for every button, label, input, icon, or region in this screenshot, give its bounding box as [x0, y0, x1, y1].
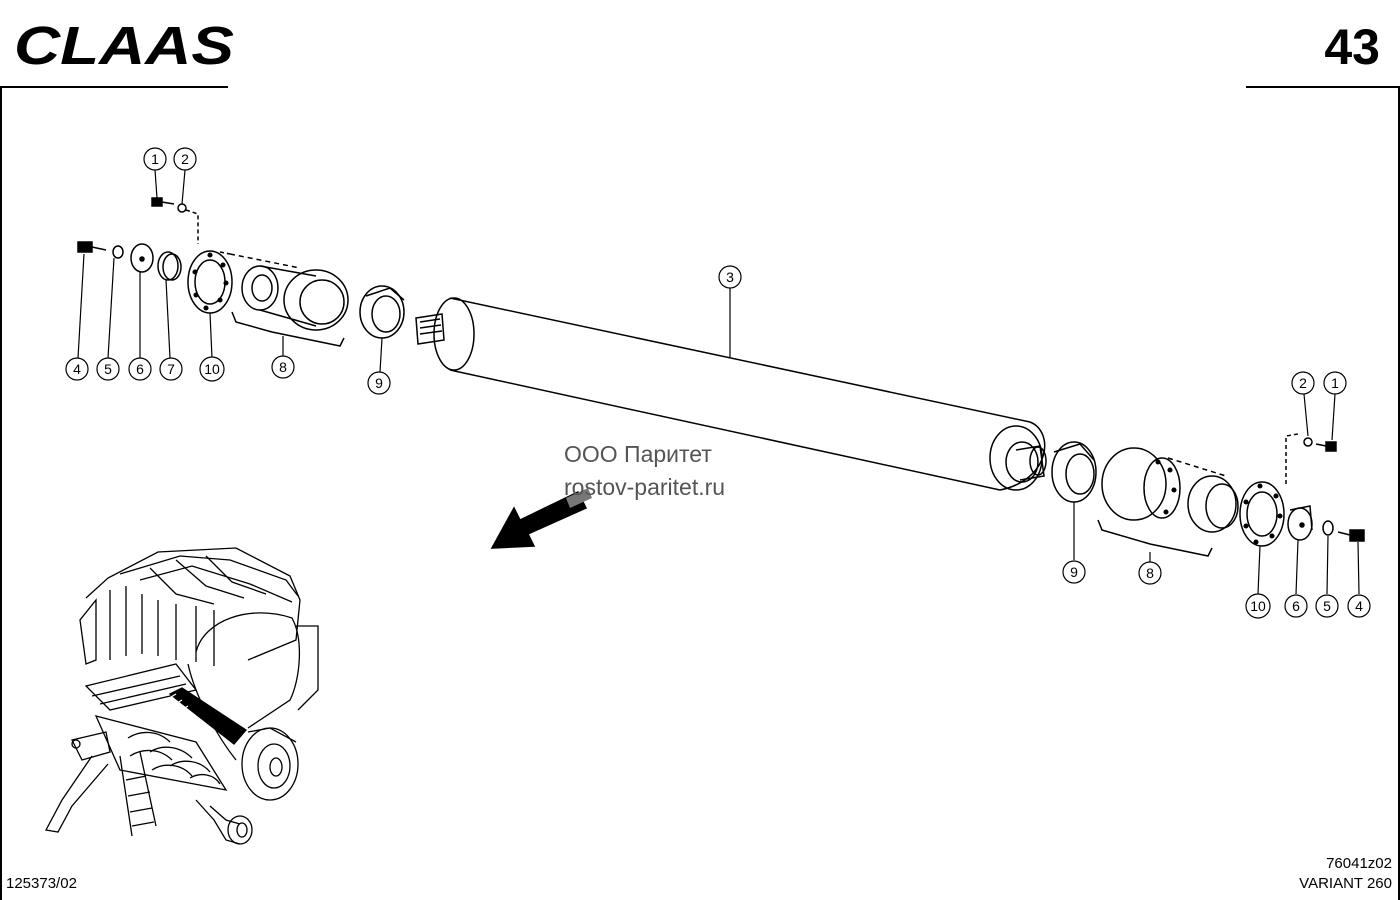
callout-3: 3 [718, 265, 742, 289]
bolt-part-1-left [151, 197, 175, 207]
right-bearing-assembly [1051, 433, 1365, 557]
cover-disc-part-6-right [1287, 505, 1313, 541]
callout-label: 4 [1355, 598, 1363, 614]
drawing-code: 76041z02 [1326, 855, 1392, 872]
callout-9-right: 9 [1062, 560, 1086, 584]
callout-label: 4 [73, 361, 81, 377]
callout-4-right: 4 [1347, 594, 1371, 618]
watermark-url: rostov-paritet.ru [564, 474, 726, 500]
callout-label: 7 [167, 361, 175, 377]
frame-right [1398, 86, 1400, 900]
claas-logo: CLAAS [14, 18, 234, 70]
callout-8-right: 8 [1138, 561, 1162, 585]
bearing-part-8-right [1097, 447, 1239, 557]
washer-part-5-left [112, 245, 124, 259]
callout-10-left: 10 [199, 356, 225, 382]
callout-6-right: 6 [1284, 594, 1308, 618]
roller-part-3 [415, 297, 1047, 491]
watermark: ООО Паритет rostov-paritet.ru [564, 438, 725, 504]
watermark-company: ООО Паритет [564, 441, 712, 467]
callout-7-left: 7 [159, 357, 183, 381]
direction-arrow-icon [490, 488, 592, 549]
callout-label: 9 [375, 375, 383, 391]
cover-disc-part-6-left [130, 243, 154, 273]
callout-label: 1 [1331, 375, 1339, 391]
callout-label: 6 [1292, 598, 1300, 614]
callout-2-right: 2 [1291, 371, 1315, 395]
bolt-part-4-right [1337, 529, 1365, 542]
bearing-part-9-right [1051, 441, 1097, 503]
callout-label: 9 [1070, 564, 1078, 580]
callout-label: 10 [1250, 598, 1266, 614]
washer-part-2-right [1303, 437, 1313, 447]
flange-part-10-left [187, 250, 233, 314]
callout-2-left: 2 [173, 147, 197, 171]
baler-machine-icon [45, 547, 319, 845]
callout-4-left: 4 [65, 357, 89, 381]
washer-part-5-right [1322, 520, 1334, 536]
ring-part-7-left [157, 251, 182, 281]
callouts: 1 2 4 5 6 7 10 8 [65, 147, 1371, 619]
page-number: 43 [1324, 19, 1380, 75]
left-bearing-assembly [77, 197, 405, 347]
callout-10-right: 10 [1245, 593, 1271, 619]
callout-label: 1 [151, 151, 159, 167]
model-name: VARIANT 260 [1299, 875, 1392, 892]
callout-label: 5 [1323, 598, 1331, 614]
flange-part-10-right [1239, 481, 1285, 547]
callout-8-left: 8 [271, 355, 295, 379]
header-rule-left [0, 86, 228, 88]
callout-label: 2 [1299, 375, 1307, 391]
callout-1-left: 1 [143, 147, 167, 171]
callout-label: 3 [726, 269, 734, 285]
callout-label: 8 [279, 359, 287, 375]
washer-part-2-left [177, 203, 187, 213]
callout-label: 2 [181, 151, 189, 167]
callout-5-right: 5 [1315, 594, 1339, 618]
callout-1-right: 1 [1323, 371, 1347, 395]
callout-5-left: 5 [96, 357, 120, 381]
header-rule-right [1246, 86, 1400, 88]
frame-left [0, 86, 2, 900]
callout-9-left: 9 [367, 371, 391, 395]
callout-label: 8 [1146, 565, 1154, 581]
bolt-part-1-right [1315, 441, 1337, 452]
bolt-part-4-left [77, 241, 107, 253]
callout-label: 6 [136, 361, 144, 377]
document-code: 125373/02 [6, 875, 77, 892]
callout-6-left: 6 [128, 357, 152, 381]
callout-label: 10 [204, 361, 220, 377]
bearing-part-9-left [359, 285, 405, 339]
bearing-part-8-left [231, 265, 349, 347]
callout-label: 5 [104, 361, 112, 377]
claas-logo-text: CLAAS [14, 18, 234, 70]
